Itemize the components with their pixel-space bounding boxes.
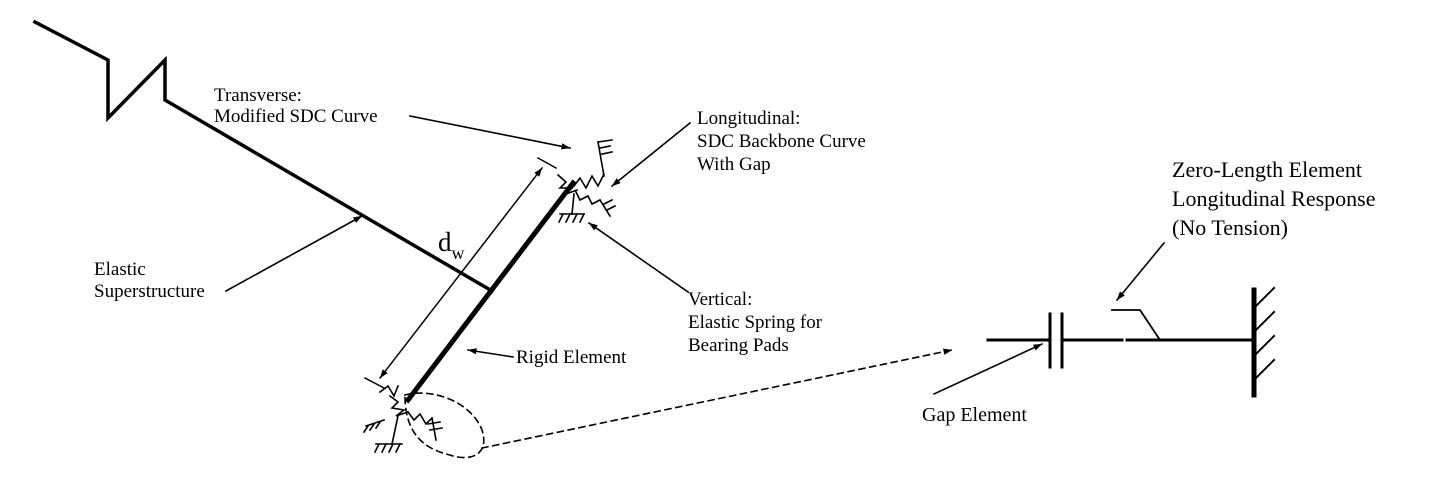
gap-leader (932, 342, 1044, 396)
rigid-leader (467, 348, 514, 358)
elastic-superstructure-label: Elastic Superstructure (94, 259, 205, 302)
fixed-support-wall (1251, 286, 1276, 398)
detail-ellipse-dashed (404, 392, 485, 459)
detail-leader-dashed (481, 348, 953, 449)
bottom-spring-assembly (362, 384, 443, 454)
zero-length-response-symbol (1111, 309, 1162, 342)
dw-extension-bottom (363, 376, 386, 390)
dw-label: dw (438, 227, 465, 263)
zero-length-label: Zero-Length Element Longitudinal Respons… (1172, 157, 1381, 240)
transverse-leader (409, 115, 571, 150)
dw-dimension-line (378, 166, 544, 380)
vertical-label: Vertical: Elastic Spring for Bearing Pad… (688, 289, 827, 356)
elastic-leader (224, 214, 364, 293)
longitudinal-leader (610, 121, 692, 188)
rigid-element-label: Rigid Element (516, 347, 627, 368)
dw-extension-top (536, 156, 558, 170)
top-spring-assembly (556, 139, 617, 224)
superstructure-break-line (32, 19, 495, 294)
vertical-leader (587, 221, 690, 294)
longitudinal-label: Longitudinal: SDC Backbone Curve With Ga… (697, 108, 871, 175)
transverse-label: Transverse: Modified SDC Curve (214, 85, 378, 127)
gap-element-label: Gap Element (922, 404, 1027, 426)
gap-element-detail (986, 312, 1256, 369)
zero-length-leader (1115, 241, 1166, 302)
